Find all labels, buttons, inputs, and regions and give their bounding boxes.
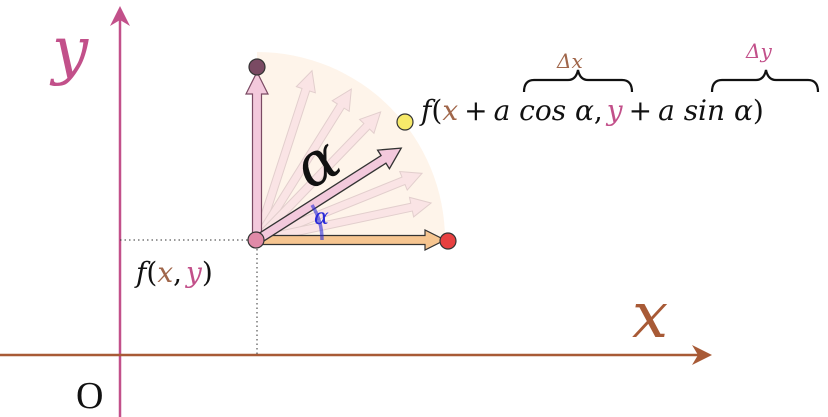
t-plus2: + — [629, 94, 652, 127]
label-close: ) — [202, 256, 213, 289]
label-comma: , — [173, 256, 182, 289]
target-point-label: f(x+a cos α,y+a sin α) — [419, 94, 764, 127]
arrow-right — [256, 229, 447, 251]
y-axis-label: y — [49, 14, 89, 88]
angle-arc — [310, 204, 324, 241]
t-open: ( — [431, 94, 442, 127]
arrow-up — [245, 70, 269, 241]
t-term1: a cos α — [494, 94, 594, 127]
base-point-label: f(x,y) — [134, 256, 213, 289]
faded-arrow — [252, 88, 352, 243]
label-y: y — [184, 256, 203, 289]
x-axis-label: x — [632, 279, 668, 353]
right-point-dot — [439, 232, 457, 250]
target-point-dot — [396, 113, 414, 131]
faded-arrow — [254, 170, 424, 245]
direction-sector — [257, 52, 445, 240]
label-open: ( — [146, 256, 157, 289]
t-close: ) — [753, 94, 764, 127]
brace-delta-x — [522, 69, 634, 93]
base-point-dot — [247, 231, 265, 249]
label-x: x — [157, 256, 173, 289]
brace-delta-y-label: Δy — [745, 39, 772, 63]
brace-delta-x-label: Δx — [556, 49, 583, 73]
brace-delta-y — [710, 69, 820, 93]
top-point-dot — [248, 58, 266, 76]
faded-arrow — [252, 69, 316, 242]
t-y: y — [605, 94, 624, 127]
angle-label-small: α — [314, 205, 329, 230]
t-plus1: + — [464, 94, 487, 127]
t-x: x — [442, 94, 458, 127]
origin-label: O — [76, 375, 103, 417]
arrow-direction-alpha — [253, 147, 403, 245]
t-comma: , — [594, 94, 603, 127]
t-term2: a sin α — [658, 94, 753, 127]
